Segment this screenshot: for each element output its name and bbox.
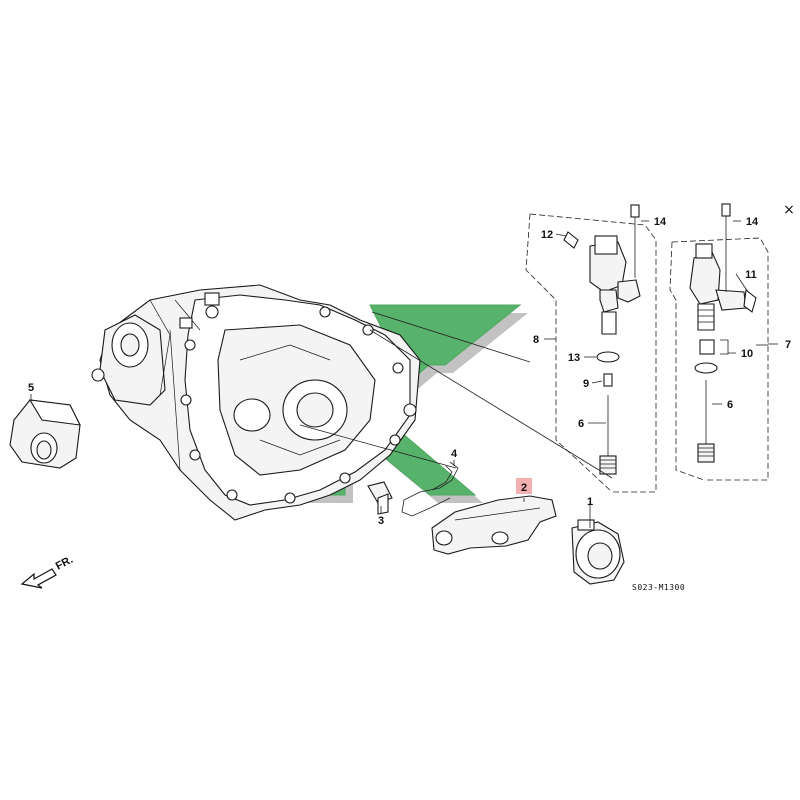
part-2-release-fork: [431, 495, 557, 555]
callout-8: 8: [533, 334, 539, 346]
callout-6-right: 6: [727, 399, 733, 411]
callout-5: 5: [28, 382, 34, 394]
callout-14-right: 14: [746, 216, 759, 228]
front-label: FR.: [54, 554, 75, 573]
callout-10: 10: [741, 348, 753, 360]
front-direction-indicator: FR.: [20, 554, 75, 589]
close-icon[interactable]: ×: [783, 202, 795, 218]
callout-12: 12: [541, 229, 553, 241]
part-1-release-bearing: [571, 519, 625, 585]
part-4-spring-clip: [401, 461, 459, 517]
callout-4: 4: [451, 448, 458, 460]
diagram-code: S023-M1300: [632, 583, 685, 592]
callout-14-left: 14: [654, 216, 667, 228]
transmission-housing: [91, 284, 421, 521]
part-3-bolt: [367, 481, 393, 515]
assembly-7: [669, 203, 769, 481]
callout-2: 2: [521, 482, 527, 494]
callout-7: 7: [785, 339, 791, 351]
callout-13: 13: [568, 352, 580, 364]
callout-1: 1: [587, 496, 593, 508]
svg-text:×: ×: [783, 202, 795, 218]
callout-11: 11: [745, 269, 757, 281]
callout-6-left: 6: [578, 418, 584, 430]
assembly-8: [525, 204, 657, 493]
callout-9: 9: [583, 378, 589, 390]
callout-2-highlight: [516, 478, 532, 494]
callout-3: 3: [378, 515, 384, 527]
part-5-mount: [9, 399, 81, 469]
